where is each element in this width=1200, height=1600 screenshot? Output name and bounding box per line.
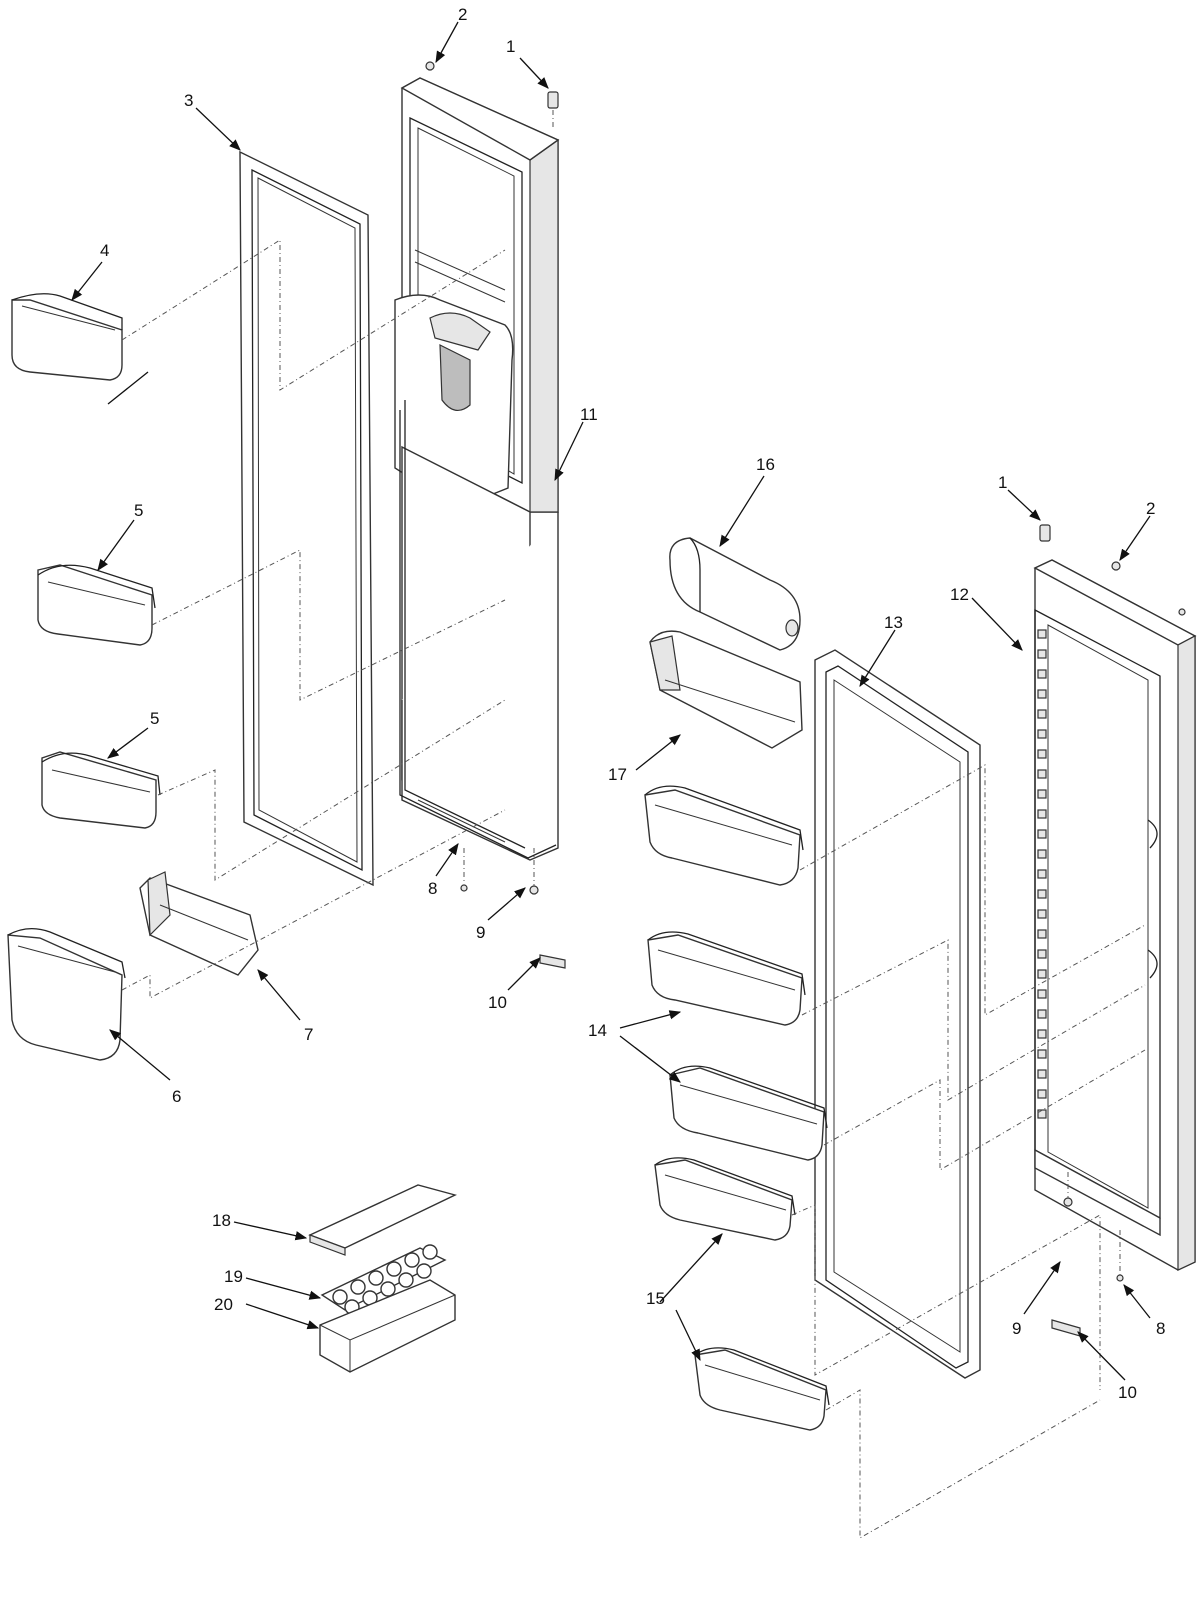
callout-17: 17 [608,765,627,784]
callout-2-left: 2 [458,5,467,24]
door-gasket-part-13 [814,649,981,1379]
callout-labels: 1 2 3 4 5 5 6 7 8 9 10 11 1 2 12 13 14 1… [100,5,1165,1402]
callout-5-bottom: 5 [150,709,159,728]
door-bin-part-15-b [694,1347,830,1431]
door-bin-part-14-b [647,931,806,1026]
door-shelf-slot-column-right [1037,629,1047,1119]
dairy-cover-part-16 [669,537,801,651]
callout-3: 3 [184,91,193,110]
bracket-bin-part-7 [139,871,259,976]
callout-8-right: 8 [1156,1319,1165,1338]
callout-10-right: 10 [1118,1383,1137,1402]
callout-4: 4 [100,241,109,260]
callout-1-left: 1 [506,37,515,56]
door-bin-part-14-c [669,1065,828,1161]
callout-8-left: 8 [428,879,437,898]
callout-2-right: 2 [1146,499,1155,518]
door-bin-part-4 [11,293,123,381]
egg-bin-part-20 [319,1279,456,1373]
callout-10-left: 10 [488,993,507,1012]
callout-19: 19 [224,1267,243,1286]
dairy-bin-part-17 [649,630,803,749]
hinge-hardware-left [425,61,566,969]
deep-bin-part-6 [7,928,126,1061]
door-bin-part-5-lower [41,751,161,829]
assembly-lines-left [121,239,506,999]
leader-lines [71,21,1151,1381]
callout-9-right: 9 [1012,1319,1021,1338]
freezer-door-part-11 [394,77,560,861]
callout-9-left: 9 [476,923,485,942]
callout-18: 18 [212,1211,231,1230]
door-bin-part-15-a [654,1157,796,1241]
callout-1-right: 1 [998,473,1007,492]
callout-7: 7 [304,1025,313,1044]
assembly-lines-right [791,764,1146,1539]
callout-5-top: 5 [134,501,143,520]
fresh-food-door-part-12 [1033,559,1197,1271]
egg-tray-part-19 [320,1244,447,1315]
callout-6: 6 [172,1087,181,1106]
callout-20: 20 [214,1295,233,1314]
callout-11: 11 [580,405,598,424]
callout-16: 16 [756,455,775,474]
callout-14: 14 [588,1021,607,1040]
egg-tray-cover-part-18 [308,1184,457,1256]
door-bin-part-14-a [644,785,804,886]
callout-15: 15 [646,1289,665,1308]
door-gasket-part-3 [239,150,374,887]
door-bin-part-5-upper [37,564,156,646]
callout-13: 13 [884,613,903,632]
callout-12: 12 [950,585,969,604]
